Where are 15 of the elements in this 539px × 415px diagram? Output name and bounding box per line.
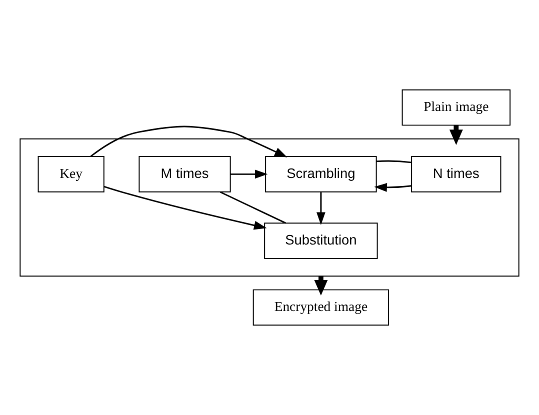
arrow xyxy=(374,182,412,192)
cluster xyxy=(20,138,520,277)
connector xyxy=(220,191,286,224)
node-box: Scrambling xyxy=(265,156,377,192)
node-box: Encrypted image xyxy=(252,289,390,326)
node-box: M times xyxy=(138,156,231,192)
arrow xyxy=(316,192,326,225)
arrow xyxy=(90,126,288,158)
arrow xyxy=(230,170,268,179)
connector xyxy=(376,160,412,164)
node-box: Key xyxy=(38,156,104,192)
node-box: Plain image xyxy=(402,89,511,126)
arrow xyxy=(104,186,267,230)
node-box: Substitution xyxy=(264,222,378,259)
node-box: N times xyxy=(411,156,502,192)
